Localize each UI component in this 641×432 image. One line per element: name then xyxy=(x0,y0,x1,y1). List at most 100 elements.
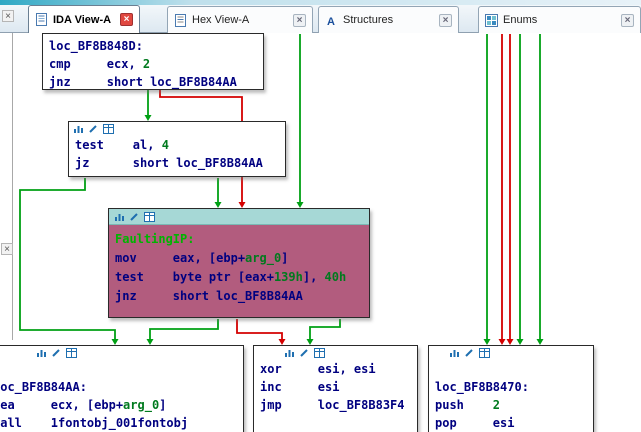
block-body: FaultingIP:mov eax, [ebp+arg_0]test byte… xyxy=(109,225,369,306)
grid-icon[interactable] xyxy=(103,124,114,134)
code-line[interactable]: loc_BF8B84AA: xyxy=(0,378,243,396)
code-segment: ] xyxy=(281,251,289,265)
bars-icon[interactable] xyxy=(114,212,125,222)
pencil-icon[interactable] xyxy=(129,212,140,222)
code-line[interactable]: jnz short loc_BF8B84AA xyxy=(109,287,369,306)
code-segment: jz short loc_BF8B84AA xyxy=(75,156,263,170)
tab-structures[interactable]: A Structures × xyxy=(318,6,459,33)
block-body: loc_BF8B84AA:lea ecx, [ebp+arg_0]call 1f… xyxy=(0,360,243,432)
code-segment: loc_BF8B8470: xyxy=(435,380,529,394)
grid-icon[interactable] xyxy=(66,348,77,358)
code-segment: loc_BF8B84AA: xyxy=(0,380,87,394)
code-segment: FaultingIP: xyxy=(115,232,195,246)
block-faultingip[interactable]: FaultingIP:mov eax, [ebp+arg_0]test byte… xyxy=(108,208,370,318)
code-segment: loc_BF8B848D: xyxy=(49,39,143,53)
code-segment: arg_0 xyxy=(123,398,160,412)
block-body: loc_BF8B848D:cmp ecx, 2 jnz short loc_BF8… xyxy=(43,34,263,91)
pencil-icon[interactable] xyxy=(299,348,310,358)
code-segment: ] xyxy=(159,398,167,412)
dock-close-button[interactable]: × xyxy=(1,243,13,255)
svg-text:A: A xyxy=(327,16,335,27)
code-segment: ], xyxy=(302,270,325,284)
tab-hex-view-a[interactable]: Hex View-A × xyxy=(167,6,313,33)
code-segment: jnz short loc_BF8B84AA xyxy=(49,75,237,89)
tab-label: Hex View-A xyxy=(192,14,250,26)
tab-label: Structures xyxy=(343,14,394,26)
code-line[interactable] xyxy=(429,360,593,378)
tab-close-icon[interactable]: × xyxy=(621,13,634,27)
left-dock-strip: × xyxy=(0,33,13,340)
code-line[interactable]: xor esi, esi xyxy=(254,360,417,378)
code-line[interactable]: loc_BF8B8470: xyxy=(429,378,593,396)
code-segment: test al, xyxy=(75,138,162,152)
code-line[interactable]: FaultingIP: xyxy=(109,230,369,249)
code-segment: 40h xyxy=(324,270,347,284)
block-test-al-4[interactable]: test al, 4 jz short loc_BF8B84AA xyxy=(68,121,286,177)
pencil-icon[interactable] xyxy=(88,124,99,134)
panel-close-button[interactable]: × xyxy=(2,10,14,22)
pencil-icon[interactable] xyxy=(464,348,475,358)
code-line[interactable]: lea ecx, [ebp+arg_0] xyxy=(0,396,243,414)
code-segment: 4 xyxy=(161,138,169,152)
code-line[interactable]: call 1fontobj_001fontobj xyxy=(0,414,243,432)
code-segment: 139h xyxy=(273,270,303,284)
bars-icon[interactable] xyxy=(284,348,295,358)
pencil-icon[interactable] xyxy=(51,348,62,358)
block-titlebar xyxy=(109,209,369,225)
code-segment: 2 xyxy=(492,398,501,412)
structures-icon: A xyxy=(325,14,338,27)
block-titlebar xyxy=(69,122,285,136)
code-line[interactable]: inc esi xyxy=(254,378,417,396)
code-line[interactable]: test byte ptr [eax+139h], 40h xyxy=(109,268,369,287)
block-loc_BF8B848D[interactable]: loc_BF8B848D:cmp ecx, 2 jnz short loc_BF8… xyxy=(42,33,264,90)
code-segment: jnz short loc_BF8B84AA xyxy=(115,289,303,303)
block-body: loc_BF8B8470:push 2 pop esi xyxy=(429,360,593,432)
code-line[interactable]: push 2 xyxy=(429,396,593,414)
block-body: test al, 4 jz short loc_BF8B84AA xyxy=(69,136,285,172)
code-segment: 2 xyxy=(142,57,151,71)
code-segment: arg_0 xyxy=(245,251,282,265)
code-line[interactable]: jmp loc_BF8B83F4 xyxy=(254,396,417,414)
grid-icon[interactable] xyxy=(144,211,155,222)
tab-ida-view-a[interactable]: IDA View-A × xyxy=(28,5,140,33)
tab-label: Enums xyxy=(503,14,538,26)
block-titlebar xyxy=(254,346,417,360)
code-segment: cmp ecx, xyxy=(49,57,143,71)
code-line[interactable]: mov eax, [ebp+arg_0] xyxy=(109,249,369,268)
code-segment: push xyxy=(435,398,493,412)
code-segment: jmp loc_BF8B83F4 xyxy=(260,398,405,412)
hex-view-icon xyxy=(174,13,187,27)
bars-icon[interactable] xyxy=(73,124,84,134)
code-segment: test byte ptr [eax+ xyxy=(115,270,274,284)
grid-icon[interactable] xyxy=(314,348,325,358)
ida-view-icon xyxy=(35,13,48,26)
tab-close-icon[interactable]: × xyxy=(439,13,452,27)
code-segment: lea ecx, [ebp+ xyxy=(0,398,124,412)
tab-enums[interactable]: Enums × xyxy=(478,6,641,33)
block-loc_BF8B8470[interactable]: loc_BF8B8470:push 2 pop esi xyxy=(428,345,594,432)
code-line[interactable]: cmp ecx, 2 xyxy=(43,55,263,73)
code-line[interactable]: pop esi xyxy=(429,414,593,432)
block-loc_BF8B84AA[interactable]: loc_BF8B84AA:lea ecx, [ebp+arg_0]call 1f… xyxy=(0,345,244,432)
code-line[interactable]: test al, 4 xyxy=(69,136,285,154)
code-segment: pop esi xyxy=(435,416,515,430)
bars-icon[interactable] xyxy=(449,348,460,358)
code-line[interactable]: loc_BF8B848D: xyxy=(43,37,263,55)
tab-close-icon[interactable]: × xyxy=(293,13,306,27)
bars-icon[interactable] xyxy=(36,348,47,358)
tab-close-icon[interactable]: × xyxy=(120,13,133,26)
code-line[interactable]: jz short loc_BF8B84AA xyxy=(69,154,285,172)
grid-icon[interactable] xyxy=(479,348,490,358)
code-line[interactable] xyxy=(0,360,243,378)
block-titlebar xyxy=(0,346,243,360)
tab-label: IDA View-A xyxy=(53,13,112,26)
code-line[interactable]: jnz short loc_BF8B84AA xyxy=(43,73,263,91)
code-segment: mov eax, [ebp+ xyxy=(115,251,246,265)
block-titlebar xyxy=(429,346,593,360)
code-segment: call 1fontobj_001fontobj xyxy=(0,416,189,430)
